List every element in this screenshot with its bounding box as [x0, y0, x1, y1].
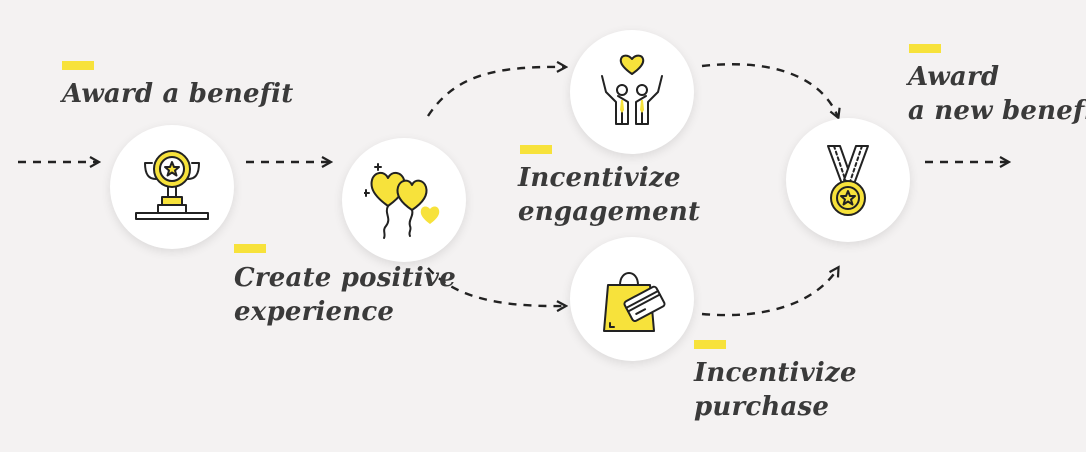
accent-bar-create-experience [234, 244, 266, 253]
label-line: Award [908, 62, 1000, 92]
celebrating-people-icon [601, 54, 663, 125]
node-award-new-benefit [786, 118, 910, 242]
label-line: Incentivize [518, 163, 681, 193]
label-line: experience [234, 297, 395, 327]
node-award-benefit [110, 125, 234, 249]
arrow-purchase-to-medal [701, 268, 838, 317]
arrow-experience-to-engagement [426, 67, 565, 117]
label-award-new-benefit: Award a new benefit [908, 60, 1086, 128]
label-line: Award a benefit [62, 79, 294, 109]
node-create-experience [342, 138, 466, 262]
accent-bar-incentivize-purchase [694, 340, 726, 349]
label-incentivize-purchase: Incentivize purchase [694, 356, 857, 424]
node-incentivize-engagement [570, 30, 694, 154]
label-incentivize-engagement: Incentivize engagement [518, 161, 700, 229]
label-create-experience: Create positive experience [234, 261, 456, 329]
node-incentivize-purchase [570, 237, 694, 361]
label-line: a new benefit [908, 96, 1086, 126]
accent-bar-award-benefit [62, 61, 94, 70]
shopping-bag-card-icon [603, 272, 666, 332]
arrow-engagement-to-medal [701, 63, 838, 117]
label-line: purchase [694, 392, 830, 422]
arrow-experience-to-purchase [427, 267, 565, 306]
medal-icon [827, 145, 869, 216]
label-line: Create positive [234, 263, 456, 293]
trophy-icon [135, 150, 209, 220]
heart-balloons-icon [364, 163, 440, 239]
accent-bar-award-new-benefit [909, 44, 941, 53]
label-line: Incentivize [694, 358, 857, 388]
accent-bar-incentivize-engagement [520, 145, 552, 154]
label-line: engagement [518, 197, 701, 227]
label-award-benefit: Award a benefit [62, 77, 293, 111]
